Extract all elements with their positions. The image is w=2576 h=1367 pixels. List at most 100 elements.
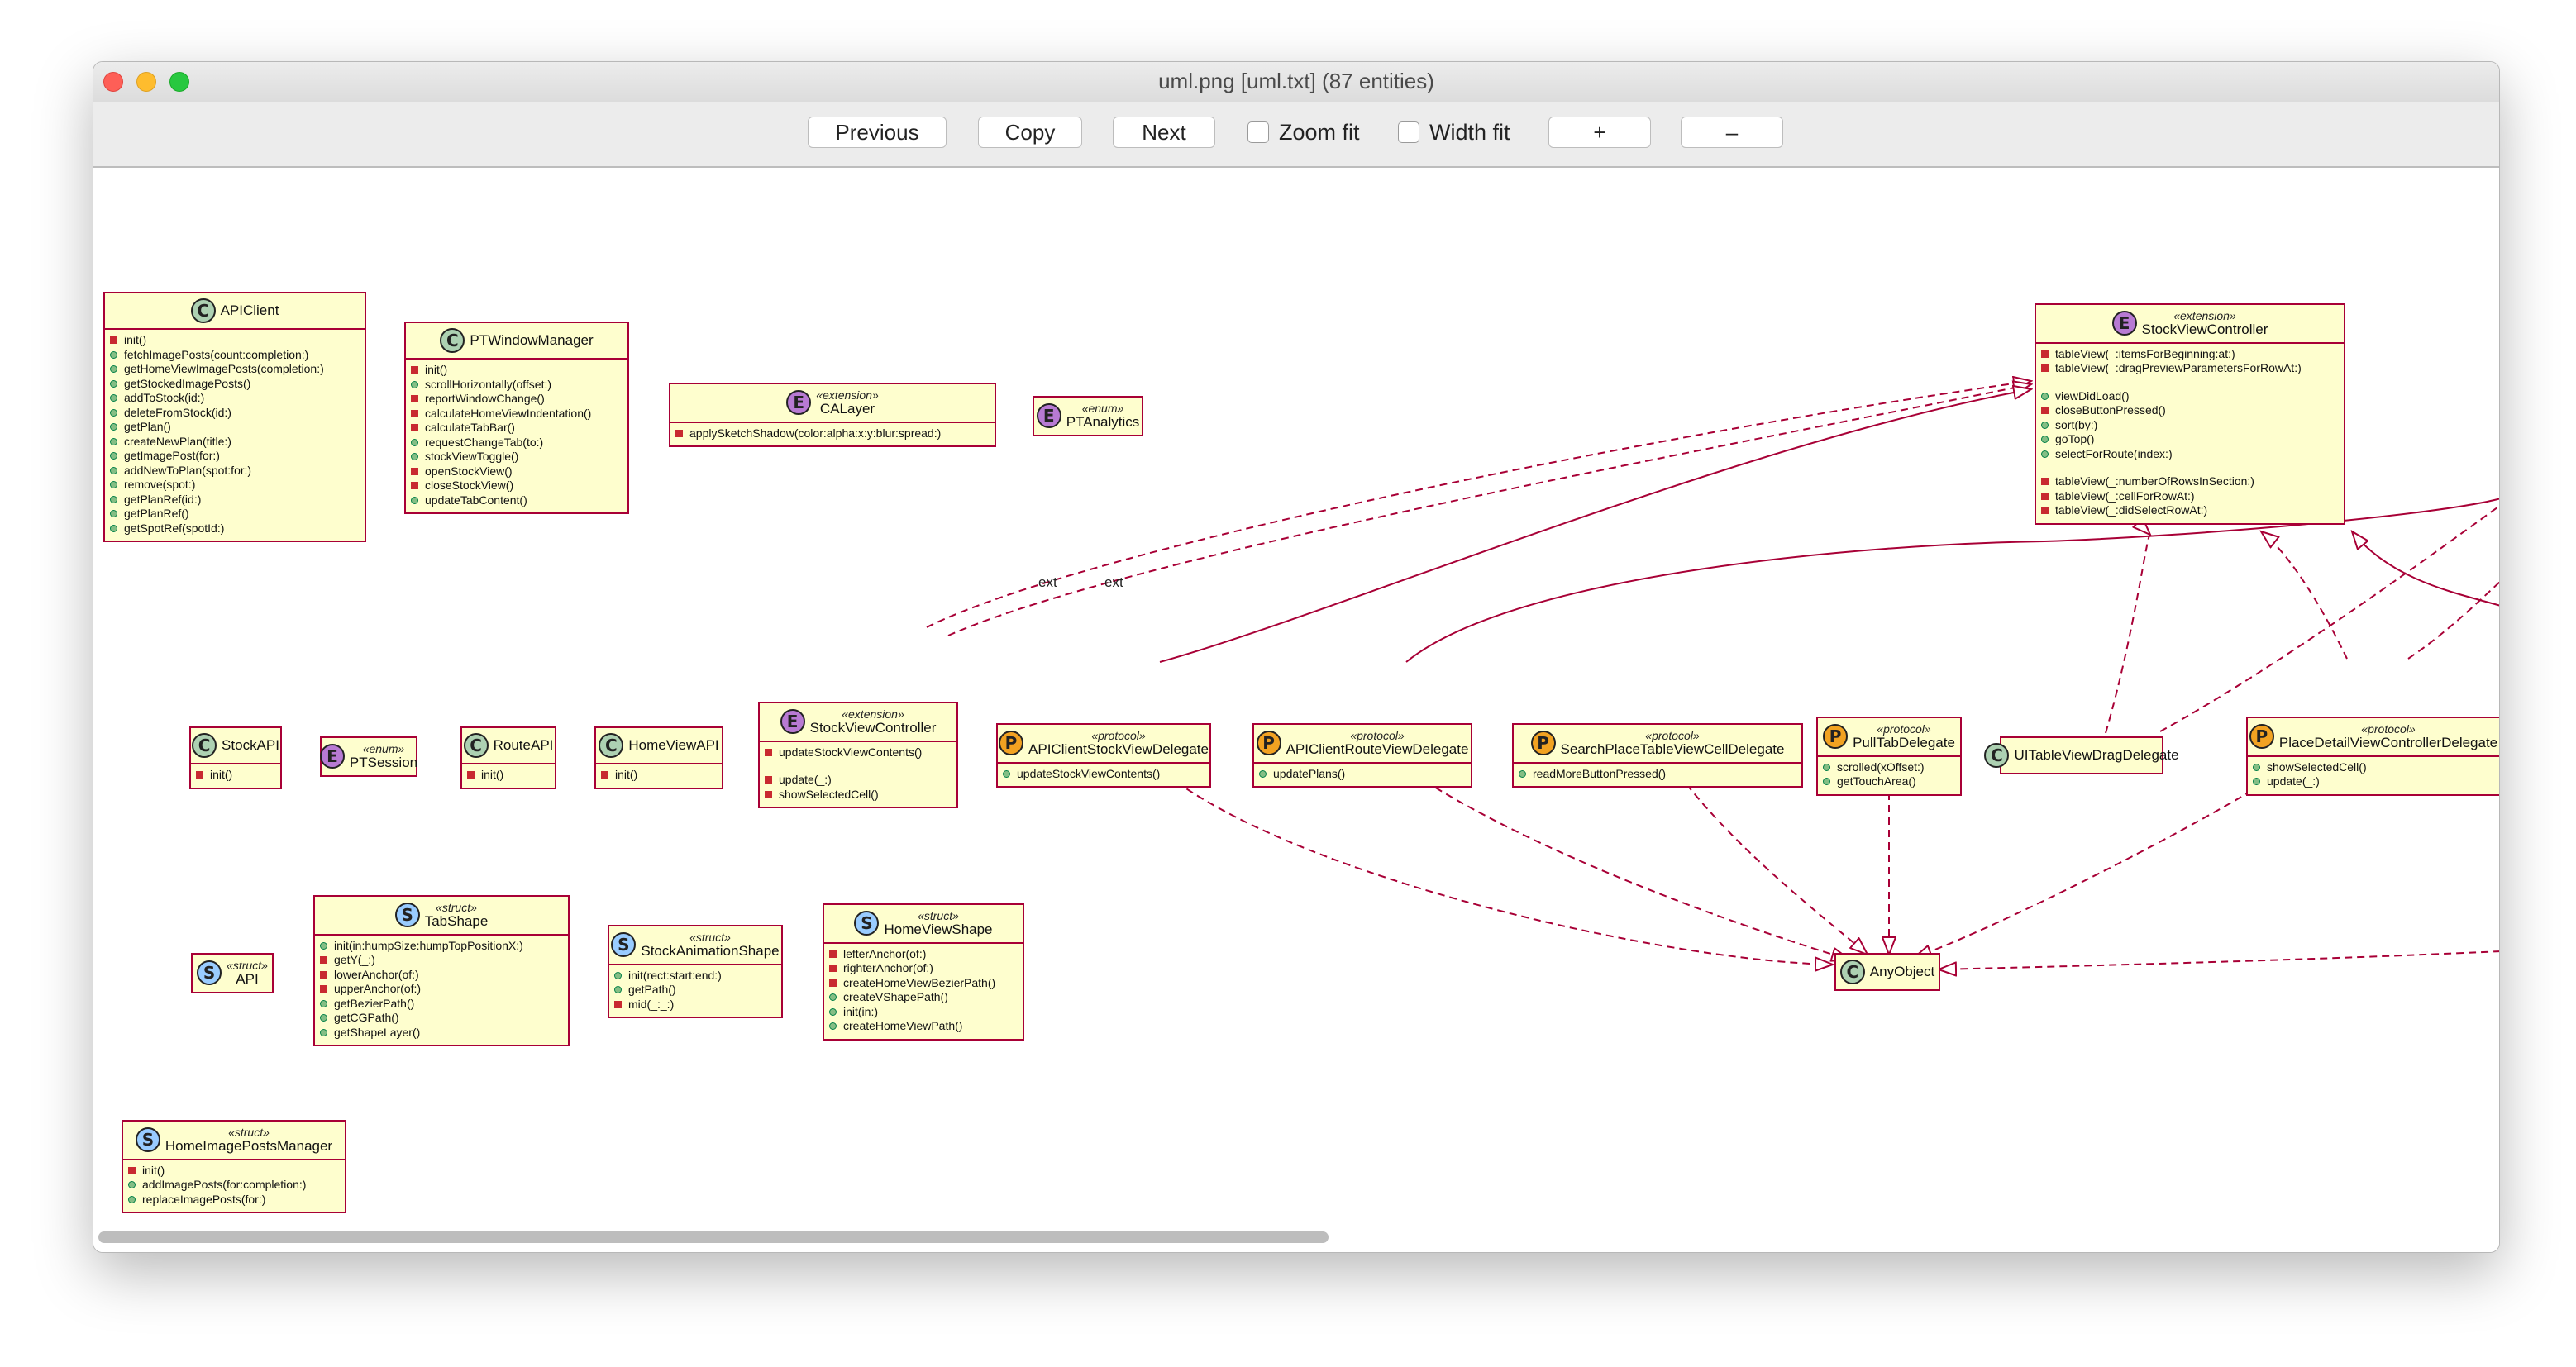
private-visibility-icon (765, 748, 772, 756)
method-row: init(in:) (829, 1005, 1018, 1020)
ext-edge-label: ext (1038, 574, 1057, 590)
method-signature: getSpotRef(spotId:) (124, 521, 225, 535)
class-name: UITableViewDragDelegate (2014, 747, 2179, 764)
method-signature: tableView(_:didSelectRowAt:) (2055, 503, 2208, 517)
method-signature: init() (615, 768, 638, 781)
class-stereotype: «struct» (228, 1126, 270, 1139)
uml-class-search-place-table-view-cell-delegate[interactable]: P«protocol»SearchPlaceTableViewCellDeleg… (1512, 723, 1803, 788)
method-signature: requestChangeTab(to:) (425, 435, 544, 449)
method-row: reportWindowChange() (411, 392, 623, 407)
class-names: «struct»HomeViewShape (884, 910, 992, 937)
method-signature: getImagePost(for:) (124, 449, 220, 462)
method-signature: createVShapePath() (843, 990, 948, 1004)
method-row: readMoreButtonPressed() (1519, 767, 1796, 782)
method-signature: tableView(_:cellForRowAt:) (2055, 488, 2195, 503)
class-name: AnyObject (1869, 964, 1935, 980)
enum-extension-badge-icon: E (780, 709, 805, 735)
method-signature: lefterAnchor(of:) (843, 946, 927, 960)
class-names: UITableViewDragDelegate (2014, 748, 2178, 763)
zoom-in-button[interactable]: + (1548, 117, 1651, 148)
private-visibility-icon (2041, 507, 2049, 515)
private-visibility-icon (411, 482, 418, 490)
class-members: applySketchShadow(color:alpha:x:y:blur:s… (670, 423, 995, 446)
method-signature: getPlanRef(id:) (124, 492, 202, 506)
class-name: SearchPlaceTableViewCellDelegate (1560, 741, 1785, 757)
class-name: PlaceDetailViewControllerDelegate (2278, 734, 2498, 750)
relations-layer (926, 168, 2499, 1253)
method-signature: createNewPlan(title:) (124, 434, 231, 448)
class-names: AnyObject (1870, 965, 1934, 979)
class-names: «struct»StockAnimationShape (641, 931, 779, 959)
minimize-window-button[interactable] (136, 72, 156, 92)
method-row: closeButtonPressed() (2041, 403, 2339, 418)
private-visibility-icon (411, 409, 418, 417)
width-fit-label[interactable]: Width fit (1429, 120, 1510, 145)
class-stereotype: «protocol» (1091, 729, 1146, 742)
private-visibility-icon (829, 979, 837, 987)
public-visibility-icon (110, 466, 117, 474)
public-visibility-icon (411, 438, 418, 446)
public-visibility-icon (110, 452, 117, 460)
class-header: E«extension»CALayer (670, 384, 995, 423)
private-visibility-icon (411, 395, 418, 403)
method-row: getPath() (614, 983, 776, 998)
method-signature: getBezierPath() (334, 996, 415, 1010)
class-header: P«protocol»PullTabDelegate (1818, 718, 1960, 757)
zoom-out-button[interactable]: – (1681, 117, 1783, 148)
method-row: showSelectedCell() (2253, 760, 2494, 775)
uml-class-ptsession[interactable]: E«enum»PTSession (319, 736, 417, 777)
private-visibility-icon (2041, 364, 2049, 373)
zoom-fit-label[interactable]: Zoom fit (1279, 120, 1360, 145)
zoom-window-button[interactable] (169, 72, 189, 92)
uml-class-api[interactable]: S«struct»API (191, 953, 274, 993)
class-names: «extension»StockViewController (810, 708, 937, 736)
copy-button[interactable]: Copy (978, 117, 1082, 148)
method-row: lefterAnchor(of:) (829, 947, 1018, 962)
protocol-badge-icon: P (1256, 731, 1281, 756)
zoom-fit-checkbox[interactable] (1247, 121, 1269, 143)
method-row: fetchImagePosts(count:completion:) (110, 348, 360, 363)
class-names: PTWindowManager (470, 333, 593, 348)
method-signature: remove(spot:) (124, 478, 196, 491)
method-row: tableView(_:numberOfRowsInSection:) (2041, 474, 2339, 489)
previous-button[interactable]: Previous (808, 117, 947, 148)
horizontal-scrollbar[interactable] (98, 1231, 1329, 1243)
public-visibility-icon (411, 453, 418, 461)
class-name: APIClientRouteViewDelegate (1286, 741, 1469, 757)
close-window-button[interactable] (103, 72, 123, 92)
private-visibility-icon (411, 467, 418, 475)
uml-class-ptanalytics[interactable]: E«enum»PTAnalytics (1033, 396, 1143, 436)
public-visibility-icon (1519, 769, 1526, 778)
uml-class-place-detail-view-controller-delegate[interactable]: P«protocol»PlaceDetailViewControllerDele… (2246, 717, 2499, 796)
method-signature: init() (210, 768, 233, 781)
class-members: updateStockViewContents() (998, 764, 1209, 787)
method-row: init() (411, 363, 623, 378)
method-row: getStockedImagePosts() (110, 377, 360, 392)
public-visibility-icon (1003, 769, 1010, 778)
next-button[interactable]: Next (1113, 117, 1215, 148)
width-fit-checkbox[interactable] (1398, 121, 1419, 143)
relation-edge-6 (2261, 531, 2348, 660)
method-row: init() (110, 333, 360, 348)
